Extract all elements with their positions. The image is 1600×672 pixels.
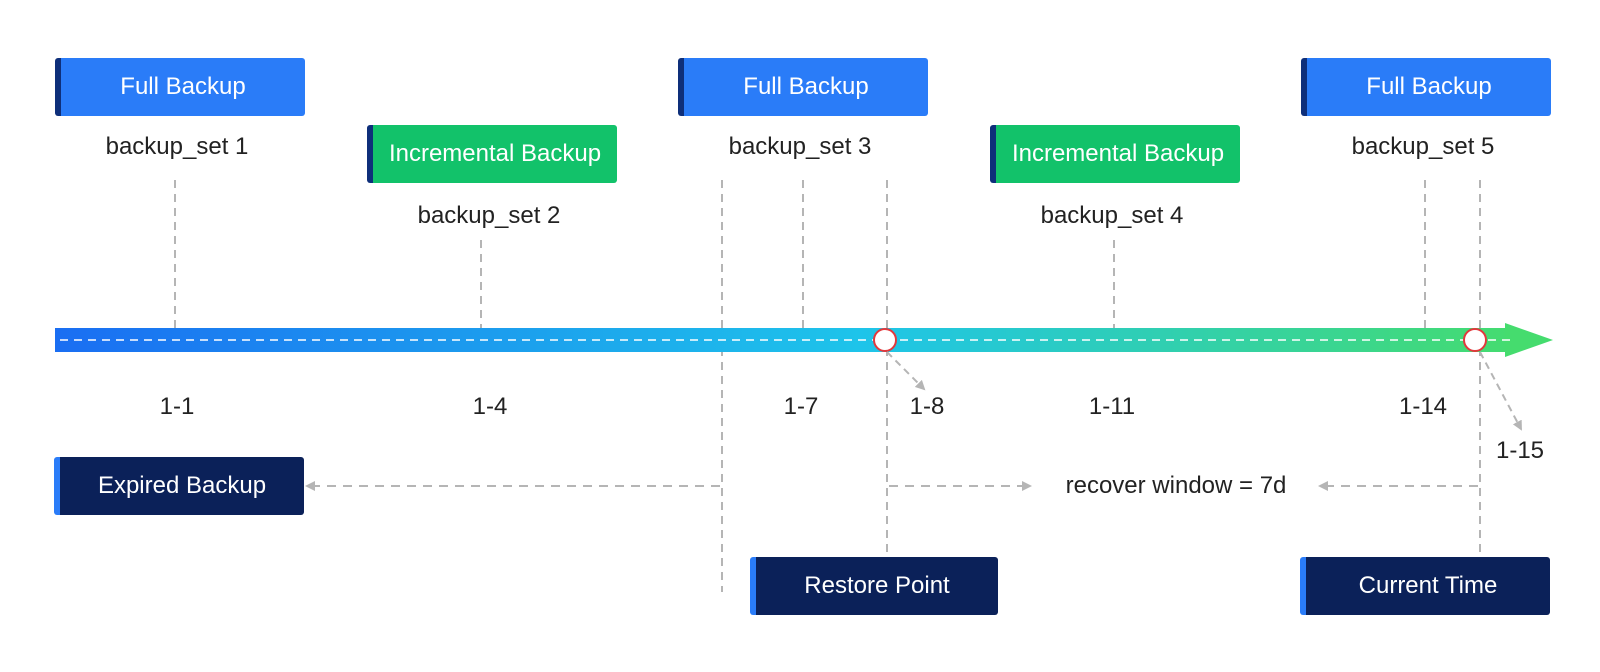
restore-point-box: Restore Point bbox=[750, 557, 998, 615]
backup-set-label-1: backup_set 1 bbox=[105, 133, 249, 160]
backup-type-label: Full Backup bbox=[120, 73, 246, 100]
expired-backup-box: Expired Backup bbox=[54, 457, 304, 515]
recover-window-label: recover window = 7d bbox=[1065, 472, 1287, 499]
guide-lines bbox=[174, 180, 1481, 592]
incremental-backup-box-2: Incremental Backup bbox=[367, 125, 617, 183]
backup-set-label-4: backup_set 4 bbox=[1040, 202, 1184, 229]
backup-type-label: Incremental Backup bbox=[1011, 140, 1225, 167]
full-backup-box-3: Full Backup bbox=[678, 58, 928, 116]
backup-type-label: Full Backup bbox=[1366, 73, 1492, 100]
current-date-arrow bbox=[1479, 351, 1522, 431]
incremental-backup-box-4: Incremental Backup bbox=[990, 125, 1240, 183]
backup-type-label: Incremental Backup bbox=[388, 140, 602, 167]
date-label-1-15: 1-15 bbox=[1495, 437, 1545, 464]
backup-set-label-3: backup_set 3 bbox=[728, 133, 872, 160]
date-label-1-7: 1-7 bbox=[783, 393, 819, 420]
backup-set-label-2: backup_set 2 bbox=[417, 202, 561, 229]
date-label-1-8: 1-8 bbox=[909, 393, 945, 420]
full-backup-box-1: Full Backup bbox=[55, 58, 305, 116]
backup-set-label-5: backup_set 5 bbox=[1351, 133, 1495, 160]
current-time-box: Current Time bbox=[1300, 557, 1550, 615]
current-time-label: Current Time bbox=[1358, 572, 1498, 599]
backup-type-label: Full Backup bbox=[743, 73, 869, 100]
date-label-1-11: 1-11 bbox=[1088, 393, 1136, 420]
full-backup-box-5: Full Backup bbox=[1301, 58, 1551, 116]
date-label-1-4: 1-4 bbox=[472, 393, 508, 420]
restore-point-marker bbox=[873, 328, 897, 352]
restore-date-arrow bbox=[886, 351, 926, 391]
current-time-marker bbox=[1463, 328, 1487, 352]
date-label-1-14: 1-14 bbox=[1398, 393, 1448, 420]
restore-point-label: Restore Point bbox=[804, 572, 950, 599]
expired-backup-label: Expired Backup bbox=[97, 472, 267, 499]
timeline-arrowhead bbox=[1505, 323, 1553, 357]
date-label-1-1: 1-1 bbox=[159, 393, 195, 420]
